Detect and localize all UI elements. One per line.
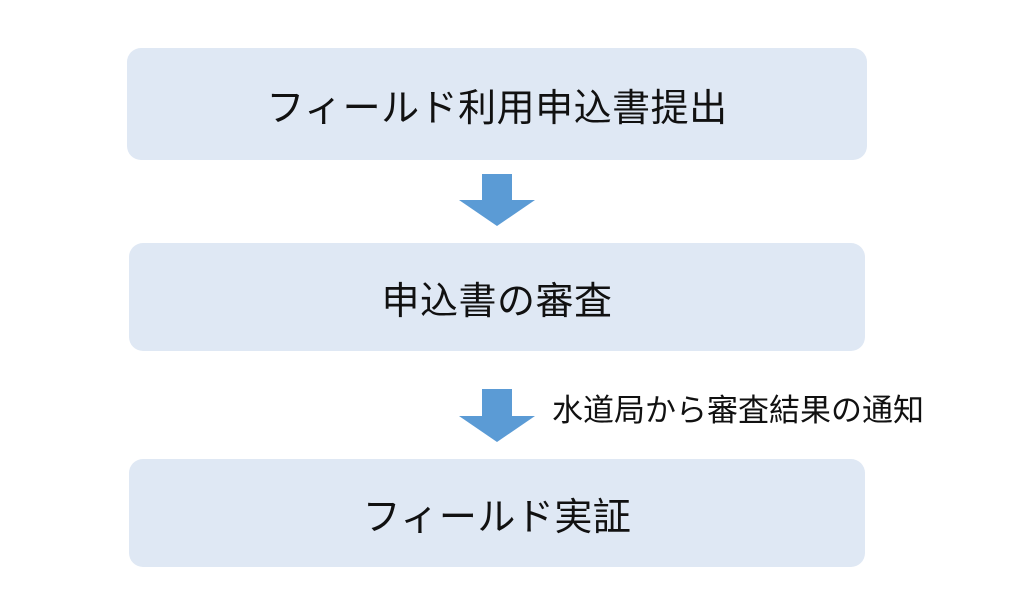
step-label: フィールド実証 bbox=[362, 494, 632, 539]
down-arrow-icon bbox=[459, 174, 535, 226]
step-box-application-review: 申込書の審査 bbox=[129, 243, 865, 351]
down-arrow-icon bbox=[459, 389, 535, 442]
step-label: 申込書の審査 bbox=[381, 278, 613, 323]
step-label: フィールド利用申込書提出 bbox=[266, 85, 728, 130]
arrow-note-review-result: 水道局から審査結果の通知 bbox=[552, 393, 924, 429]
step-box-field-demonstration: フィールド実証 bbox=[129, 459, 865, 567]
step-box-application-submission: フィールド利用申込書提出 bbox=[127, 48, 867, 160]
